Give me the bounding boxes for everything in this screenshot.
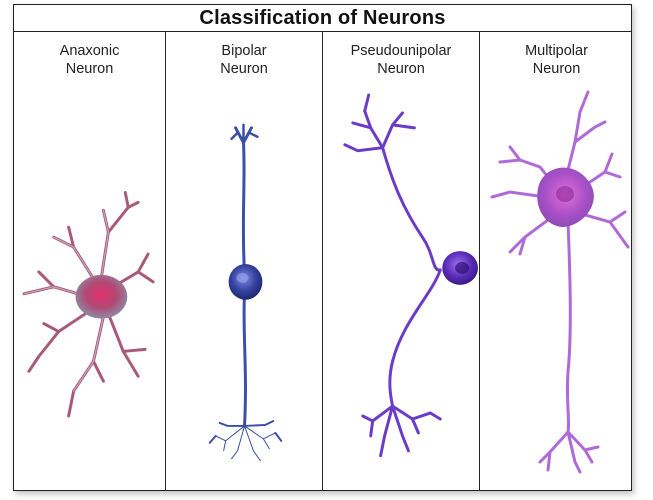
pseudounipolar-neuron-illustration — [343, 93, 479, 458]
multipolar-neuron-illustration — [490, 90, 630, 474]
panel-label-multipolar: Multipolar Neuron — [480, 42, 633, 78]
label-line2: Neuron — [532, 61, 581, 77]
label-line2: Neuron — [377, 61, 425, 77]
panel-label-anaxonic: Anaxonic Neuron — [14, 42, 165, 78]
label-line2: Neuron — [220, 61, 268, 77]
panel-label-pseudounipolar: Pseudounipolar Neuron — [323, 42, 479, 78]
panel-bipolar: Bipolar Neuron — [166, 32, 323, 490]
anaxonic-neuron-illustration — [22, 190, 155, 418]
label-line1: Multipolar — [525, 43, 588, 59]
bipolar-neuron-illustration — [208, 123, 283, 462]
panel-anaxonic: Anaxonic Neuron — [14, 32, 166, 490]
label-line1: Pseudounipolar — [350, 43, 452, 59]
label-line1: Anaxonic — [59, 43, 120, 59]
label-line1: Bipolar — [221, 43, 267, 59]
panel-multipolar: Multipolar Neuron — [480, 32, 633, 490]
panel-pseudounipolar: Pseudounipolar Neuron — [323, 32, 480, 490]
label-line2: Neuron — [65, 61, 114, 77]
diagram-title: Classification of Neurons — [199, 6, 446, 29]
panel-label-bipolar: Bipolar Neuron — [166, 42, 322, 78]
title-bar: Classification of Neurons — [14, 5, 631, 32]
diagram-frame: Classification of Neurons Anaxonic Neuro… — [13, 4, 632, 491]
anaxonic-soma — [75, 274, 128, 319]
